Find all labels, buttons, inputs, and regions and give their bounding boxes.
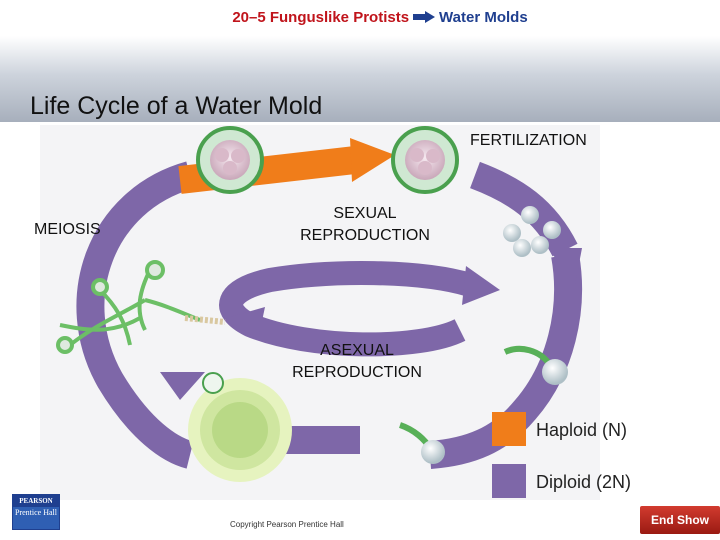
end-show-button[interactable]: End Show xyxy=(640,506,720,534)
zoospore-group xyxy=(503,206,561,257)
cycle-arrow-right-lower xyxy=(428,252,583,469)
publisher-logo: PEARSON Prentice Hall xyxy=(12,494,60,530)
slide-number: Slide 22 of 34 xyxy=(660,472,703,504)
slide-number-line1: Slide xyxy=(668,473,696,487)
sporangium-burst xyxy=(188,372,292,482)
arrow-head-right xyxy=(548,248,582,285)
asexual-loop-head xyxy=(462,266,500,305)
asexual-loop-tail xyxy=(226,307,265,340)
slide-header: 20–5 Funguslike Protists Water Molds xyxy=(0,0,720,34)
life-cycle-diagram xyxy=(40,125,600,500)
oogonium-left xyxy=(196,126,264,194)
topic-label: Water Molds xyxy=(439,8,528,26)
fertilization-arrow-head xyxy=(350,138,395,182)
arrow-head-left xyxy=(160,372,205,400)
title-band xyxy=(0,36,720,122)
germinating-spore-upper xyxy=(503,345,568,385)
label-sexual-reproduction: SEXUAL REPRODUCTION xyxy=(290,203,440,247)
label-sexual-line2: REPRODUCTION xyxy=(300,227,430,244)
legend-haploid-label: Haploid (N) xyxy=(536,420,628,440)
label-asexual-line1: ASEXUAL xyxy=(320,342,394,359)
mycelium-strand xyxy=(184,315,226,325)
legend-diploid-label: Diploid (2N) xyxy=(536,472,632,492)
logo-bottom-text: Prentice Hall xyxy=(13,507,59,529)
label-sexual-line1: SEXUAL xyxy=(333,205,397,222)
label-asexual-reproduction: ASEXUAL REPRODUCTION xyxy=(282,340,432,384)
label-asexual-line2: REPRODUCTION xyxy=(292,364,422,381)
slide-number-line2: 22 of 34 xyxy=(660,489,704,503)
legend-diploid-swatch xyxy=(492,464,526,498)
cycle-arrow-left xyxy=(76,161,195,469)
logo-top-text: PEARSON xyxy=(13,495,59,507)
label-fertilization: FERTILIZATION xyxy=(470,132,587,149)
cycle-arrow-right-upper xyxy=(469,161,578,257)
oogonium-right xyxy=(391,126,459,194)
copyright-text: Copyright Pearson Prentice Hall xyxy=(230,520,344,529)
slide-title: Life Cycle of a Water Mold xyxy=(30,92,323,120)
germinating-spore-lower xyxy=(398,422,445,464)
section-label: 20–5 Funguslike Protists xyxy=(232,8,410,26)
label-meiosis: MEIOSIS xyxy=(34,221,101,238)
legend-haploid-swatch xyxy=(492,412,526,446)
right-arrow-icon xyxy=(413,11,436,23)
asexual-loop xyxy=(219,261,474,357)
